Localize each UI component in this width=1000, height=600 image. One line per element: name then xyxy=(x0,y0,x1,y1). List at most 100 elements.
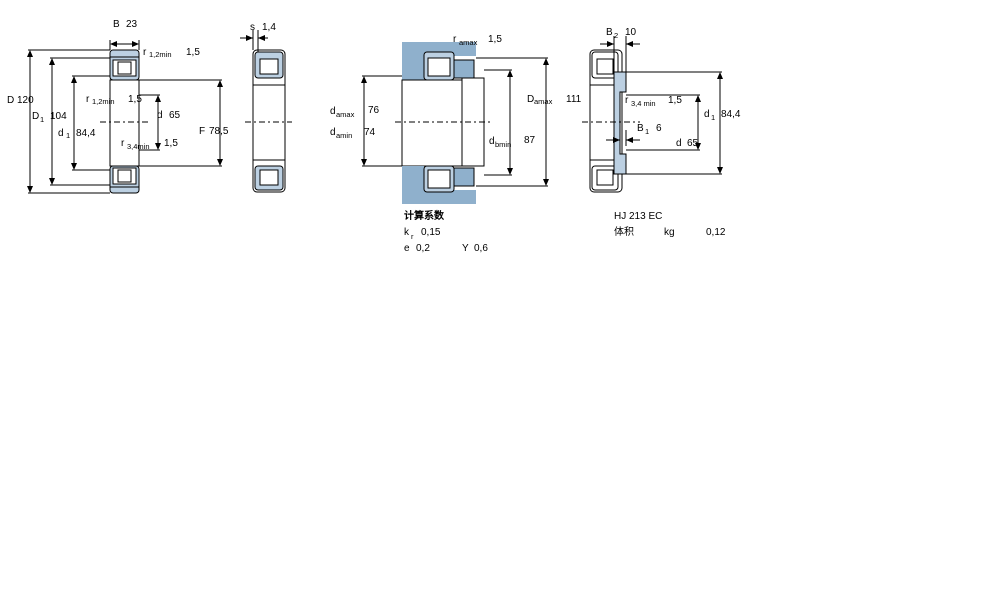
view3-arrows xyxy=(361,58,549,186)
calc-e-label: e xyxy=(404,243,410,254)
ring-mass-unit: kg xyxy=(664,227,675,238)
value-Damax: 111 xyxy=(566,94,582,105)
housing-bottom-left xyxy=(402,166,424,190)
view3-labels: r amax 1,5 d amax 76 d amin 74 d bmin 87… xyxy=(330,34,582,149)
sub-D1: 1 xyxy=(40,115,44,124)
sub-ra: amax xyxy=(459,38,478,47)
value-r12-mid: 1,5 xyxy=(128,94,142,105)
label-damax: d xyxy=(330,106,336,117)
label-d: d xyxy=(157,110,163,121)
view4-bottom-roller xyxy=(596,169,614,186)
shaft xyxy=(401,79,463,167)
view1-labels: B 23 r 1,2min 1,5 D 120 D 1 104 r 1,2min… xyxy=(7,19,229,151)
sub-r34-4: 3,4 min xyxy=(631,99,656,108)
svg-text:B: B xyxy=(113,19,120,30)
ring-mass-value: 0,12 xyxy=(706,227,726,238)
value-ra: 1,5 xyxy=(488,34,502,45)
ring-designation: HJ 213 EC xyxy=(614,211,663,222)
view2-arrows xyxy=(246,35,265,41)
label-r12-top: r xyxy=(143,47,147,58)
calc-kr-row: k r 0,15 xyxy=(404,225,444,241)
sub-d1-4: 1 xyxy=(711,113,715,122)
v3-shoulder-top xyxy=(453,59,475,79)
label-ra: r xyxy=(453,34,457,45)
calc-title: 计算系数 xyxy=(404,211,444,222)
value-r12-top: 1,5 xyxy=(186,47,200,58)
value-d1-4: 84,4 xyxy=(721,109,741,120)
value-d: 65 xyxy=(169,110,181,121)
calc-e-value: 0,2 xyxy=(416,243,430,254)
v3-roller-top xyxy=(427,57,451,77)
value-damin: 74 xyxy=(364,127,376,138)
view4-section xyxy=(582,36,722,193)
label-damin: d xyxy=(330,127,336,138)
sub-damin: amin xyxy=(336,131,352,140)
value-s: 1,4 xyxy=(262,22,276,33)
v3-shoulder-bottom xyxy=(453,167,475,187)
label-B2: B xyxy=(606,27,613,38)
value-F: 78,5 xyxy=(209,126,229,137)
label-s: s xyxy=(250,22,255,33)
sub-r12-mid: 1,2min xyxy=(92,97,115,106)
calc-kr-value: 0,15 xyxy=(421,227,441,238)
value-D: 120 xyxy=(17,95,34,106)
label-F: F xyxy=(199,126,205,137)
label-r12-mid: r xyxy=(86,94,90,105)
view4-labels: B 2 10 r 3,4 min 1,5 d 1 84,4 B 1 6 d 65 xyxy=(606,27,741,149)
value-r34: 1,5 xyxy=(164,138,178,149)
view1-arrows xyxy=(27,41,223,193)
label-d1-4: d xyxy=(704,109,710,120)
label-B1: B xyxy=(637,123,644,134)
sub-dbmin: bmin xyxy=(495,140,511,149)
view2-section xyxy=(240,30,292,193)
angle-ring-info: HJ 213 EC 体积 kg 0,12 xyxy=(614,209,725,241)
value-d-4: 65 xyxy=(687,138,699,149)
view1-section xyxy=(28,40,222,194)
value-dbmin: 87 xyxy=(524,135,536,146)
view3-section xyxy=(362,42,548,204)
sub-Damax: amax xyxy=(534,97,553,106)
calculation-factors: 计算系数 k r 0,15 e 0,2 Y 0,6 xyxy=(404,209,488,257)
v3-roller-bottom xyxy=(427,169,451,189)
view2-bottom-roller xyxy=(259,169,279,186)
sub-r34: 3,4min xyxy=(127,142,150,151)
housing-top-left xyxy=(402,56,424,80)
ring-mass-row: 体积 kg 0,12 xyxy=(614,225,725,241)
sub-r12-top: 1,2min xyxy=(149,50,172,59)
sub-damax: amax xyxy=(336,110,355,119)
value-d1: 84,4 xyxy=(76,128,96,139)
label-D1: D xyxy=(32,111,39,122)
roller-top-body xyxy=(117,61,132,75)
svg-text:r: r xyxy=(143,47,147,58)
sub-B2: 2 xyxy=(614,31,618,40)
label-B: B xyxy=(113,19,120,30)
label-r34: r xyxy=(121,138,125,149)
sub-d1: 1 xyxy=(66,131,70,140)
housing-top xyxy=(402,42,476,56)
label-dbmin: d xyxy=(489,136,495,147)
roller-bottom-body xyxy=(117,169,132,183)
calc-kr-label: k xyxy=(404,227,409,238)
value-B2: 10 xyxy=(625,27,637,38)
value-D1: 104 xyxy=(50,111,67,122)
calc-Y-value: 0,6 xyxy=(474,243,488,254)
value-B1: 6 xyxy=(656,123,662,134)
label-D: D xyxy=(7,95,14,106)
calc-Y-label: Y xyxy=(462,243,469,254)
value-damax: 76 xyxy=(368,105,380,116)
calc-eY-row: e 0,2 Y 0,6 xyxy=(404,241,488,257)
sub-B1: 1 xyxy=(645,127,649,136)
view4-arrows xyxy=(607,41,723,174)
label-d-4: d xyxy=(676,138,682,149)
bore-region xyxy=(109,79,140,167)
label-r34-4: r xyxy=(625,95,629,106)
calc-kr-sub: r xyxy=(411,232,414,241)
housing-bottom xyxy=(402,190,476,204)
view4-top-roller xyxy=(596,58,614,75)
value-B: 23 xyxy=(126,19,138,30)
ring-mass-label: 体积 xyxy=(614,227,634,238)
angle-ring xyxy=(613,71,627,175)
label-d1: d xyxy=(58,128,64,139)
view2-top-roller xyxy=(259,58,279,75)
